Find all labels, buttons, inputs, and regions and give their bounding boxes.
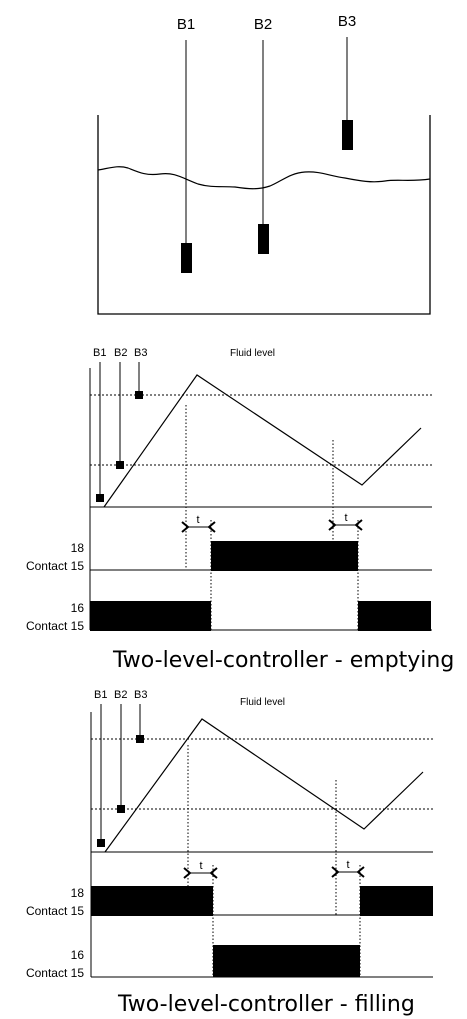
svg-text:t: t	[346, 859, 349, 871]
probe-b2-label: B2	[254, 16, 272, 33]
diagram-caption: Two-level-controller - emptying	[112, 648, 454, 673]
delay-indicator: t	[331, 859, 365, 878]
contact-16-on-bar	[358, 601, 431, 631]
probe-b2-label: B2	[114, 689, 127, 701]
delay-indicator: t	[181, 514, 216, 533]
contact-16-on-bar	[213, 945, 360, 977]
contact-18-number: 18	[71, 886, 85, 900]
tank-outline	[97, 115, 431, 315]
contact-16-number: 16	[71, 948, 85, 962]
probe-b1-marker	[96, 494, 104, 502]
contact-16-on-bar	[90, 601, 211, 631]
contact-16-number: 16	[71, 601, 85, 615]
delay-indicator: t	[183, 860, 218, 879]
diagram-caption: Two-level-controller - filling	[117, 992, 415, 1017]
contact-16-name: Contact 15	[26, 966, 84, 980]
contact-18-on-bar	[360, 886, 433, 916]
probe-b1-label: B1	[94, 689, 107, 701]
probe-b3-label: B3	[134, 689, 147, 701]
svg-text:t: t	[199, 860, 202, 872]
tank-illustration: B1 B2 B3	[97, 13, 431, 315]
fluid-level-label: Fluid level	[240, 697, 285, 708]
probe-b1-marker	[97, 839, 105, 847]
probe-b2-label: B2	[114, 347, 127, 359]
probe-b2-electrode	[258, 224, 269, 254]
probe-b1-electrode	[181, 243, 192, 273]
contact-18-name: Contact 15	[26, 559, 84, 573]
contact-18-name: Contact 15	[26, 904, 84, 918]
filling-diagram: Fluid level B1 B2 B3 t t 18	[26, 689, 433, 1017]
probe-b3-electrode	[342, 120, 353, 150]
fluid-level-curve	[104, 718, 424, 853]
contact-18-on-bar	[91, 886, 213, 916]
emptying-diagram: Fluid level B1 B2 B3 t t 18	[26, 347, 454, 673]
probe-b3-label: B3	[134, 347, 147, 359]
fluid-surface	[97, 166, 431, 190]
svg-text:t: t	[344, 512, 347, 524]
svg-text:t: t	[196, 514, 199, 526]
contact-18-on-bar	[211, 541, 358, 571]
contact-16-name: Contact 15	[26, 619, 84, 633]
probe-b1-label: B1	[177, 16, 195, 33]
fluid-level-curve	[103, 374, 422, 508]
probe-b1-label: B1	[93, 347, 106, 359]
probe-b3-label: B3	[338, 13, 356, 30]
fluid-level-label: Fluid level	[230, 348, 275, 359]
delay-indicator: t	[328, 512, 363, 531]
contact-18-number: 18	[71, 541, 85, 555]
